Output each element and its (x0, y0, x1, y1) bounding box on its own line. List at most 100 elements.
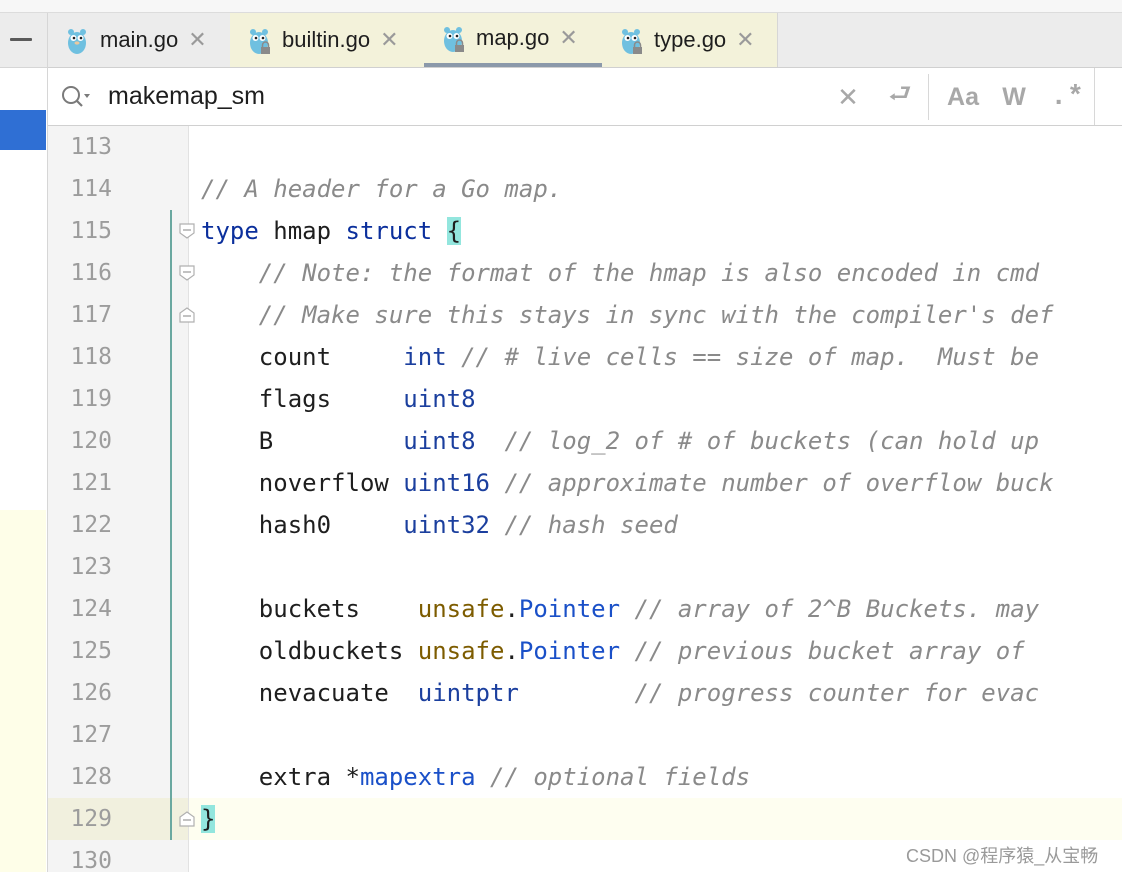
code-comment: // hash seed (490, 511, 678, 539)
selected-tree-row[interactable] (0, 110, 46, 150)
match-case-button[interactable]: Aa (947, 82, 979, 111)
package-name: unsafe (417, 595, 505, 623)
indent (201, 301, 259, 329)
field-type: uint8 (403, 427, 476, 455)
divider (1094, 68, 1095, 125)
line-number: 119 (70, 386, 112, 412)
code-comment: // optional fields (475, 763, 751, 791)
line-number: 115 (70, 218, 112, 244)
code-line: flags uint8 (201, 378, 476, 420)
code-line: // Note: the format of the hmap is also … (201, 252, 1039, 294)
code-line: } (201, 798, 216, 840)
code-comment: // log_2 of # of buckets (can hold up (475, 427, 1040, 455)
field-name: oldbuckets (201, 637, 418, 665)
line-number: 120 (70, 428, 112, 454)
line-number: 128 (70, 764, 112, 790)
new-line-icon[interactable]: ⮐ (888, 78, 912, 108)
panel-highlight-area (0, 510, 46, 872)
go-file-locked-icon (444, 27, 464, 52)
line-number: 113 (70, 134, 112, 160)
type-name: hmap (258, 217, 346, 245)
tab-label: main.go (100, 27, 179, 52)
tab-main-go[interactable]: main.go ✕ (48, 13, 230, 67)
code-line: oldbuckets unsafe.Pointer // previous bu… (201, 630, 1025, 672)
field-type: uint16 (403, 469, 490, 497)
type-ident: Pointer (518, 595, 621, 623)
search-input[interactable] (108, 78, 808, 114)
divider (928, 74, 929, 120)
panel-collapse-bar[interactable] (0, 13, 47, 68)
go-file-locked-icon (622, 29, 642, 54)
field-type: uint32 (403, 511, 490, 539)
fold-close-icon[interactable] (179, 307, 195, 323)
find-bar: ✕ ⮐ Aa W .* (48, 68, 1122, 126)
go-file-locked-icon (250, 29, 270, 54)
code-line: nevacuate uintptr // progress counter fo… (201, 672, 1039, 714)
current-line-highlight (189, 798, 1122, 840)
line-number: 126 (70, 680, 112, 706)
minimize-icon[interactable] (10, 38, 32, 41)
fold-open-icon[interactable] (179, 223, 195, 239)
line-number: 116 (70, 260, 112, 286)
field-name: hash0 (201, 511, 404, 539)
field-name: flags (201, 385, 404, 413)
close-icon[interactable]: ✕ (380, 27, 399, 52)
code-line: // A header for a Go map. (201, 168, 562, 210)
line-number: 127 (70, 722, 112, 748)
line-number: 114 (70, 176, 112, 202)
line-number-gutter (48, 126, 189, 872)
close-icon[interactable]: ✕ (559, 25, 578, 50)
tab-label: map.go (476, 25, 550, 50)
type-ident: Pointer (518, 637, 621, 665)
tab-map-go[interactable]: map.go ✕ (424, 13, 602, 67)
close-icon[interactable]: ✕ (188, 27, 207, 52)
field-type: int (403, 343, 447, 371)
code-line: type hmap struct { (201, 210, 462, 252)
keyword: type (201, 217, 259, 245)
left-tool-panel (0, 13, 48, 872)
code-comment: // Note: the format of the hmap is also … (258, 259, 1040, 287)
dot: . (504, 595, 519, 623)
tab-builtin-go[interactable]: builtin.go ✕ (230, 13, 424, 67)
fold-close-icon[interactable] (179, 811, 195, 827)
code-line: count int // # live cells == size of map… (201, 336, 1039, 378)
current-line-gutter-highlight (48, 798, 188, 840)
code-line: extra *mapextra // optional fields (201, 756, 750, 798)
fold-range-guide (170, 210, 172, 840)
whole-words-button[interactable]: W (1002, 82, 1026, 111)
code-comment: // Make sure this stays in sync with the… (258, 301, 1054, 329)
fold-open-icon[interactable] (179, 265, 195, 281)
line-number: 125 (70, 638, 112, 664)
field-name: buckets (201, 595, 418, 623)
code-line: noverflow uint16 // approximate number o… (201, 462, 1054, 504)
line-number: 124 (70, 596, 112, 622)
code-comment: // # live cells == size of map. Must be (446, 343, 1040, 371)
matched-brace: } (201, 805, 216, 833)
field-name: noverflow (201, 469, 404, 497)
line-number: 121 (70, 470, 112, 496)
code-line: buckets unsafe.Pointer // array of 2^B B… (201, 588, 1039, 630)
code-comment: // array of 2^B Buckets. may (620, 595, 1040, 623)
tab-type-go[interactable]: type.go ✕ (602, 13, 778, 67)
code-comment: // progress counter for evac (634, 679, 1040, 707)
editor-tab-bar: main.go ✕ builtin.go ✕ map.go ✕ (48, 13, 1122, 68)
line-number: 130 (70, 848, 112, 872)
clear-search-icon[interactable]: ✕ (837, 81, 859, 112)
field-name: B (201, 427, 404, 455)
code-line: B uint8 // log_2 of # of buckets (can ho… (201, 420, 1039, 462)
window-top-strip (0, 0, 1122, 13)
line-number: 118 (70, 344, 112, 370)
search-history-icon[interactable] (60, 84, 92, 110)
padding (519, 679, 635, 707)
field-type: uint8 (403, 385, 476, 413)
code-comment: // A header for a Go map. (201, 175, 563, 203)
regex-button[interactable]: .* (1050, 81, 1084, 113)
close-icon[interactable]: ✕ (736, 27, 755, 52)
package-name: unsafe (417, 637, 505, 665)
field-name: nevacuate (201, 679, 418, 707)
code-comment: // previous bucket array of (620, 637, 1025, 665)
go-file-icon (68, 29, 86, 54)
tab-label: builtin.go (282, 27, 371, 52)
code-editor[interactable]: 113 114 115 116 117 118 119 120 121 122 … (48, 126, 1122, 872)
field-name: count (201, 343, 404, 371)
